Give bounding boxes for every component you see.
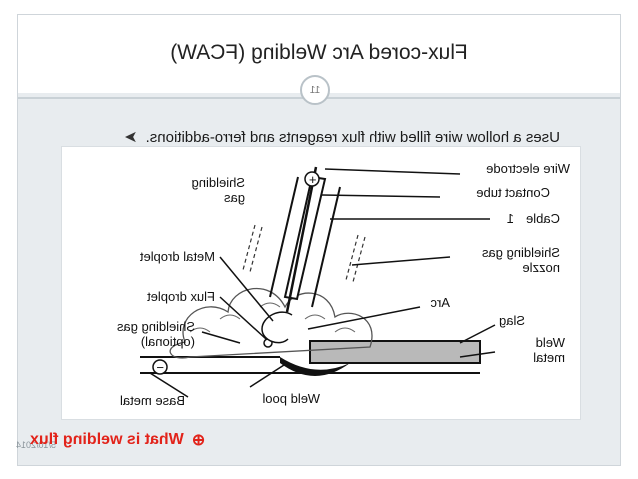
nozzle-right xyxy=(269,176,299,298)
label-shielding-gas-line: Shielding xyxy=(192,175,246,190)
label-slag: Slag xyxy=(499,313,525,328)
label-metal-droplet: Metal droplet xyxy=(139,249,215,264)
shielding-gas-cloud xyxy=(169,287,373,359)
nozzle-left xyxy=(311,186,341,308)
fcaw-diagram: + − Wire electrode Contact tube xyxy=(61,146,581,420)
negative-sign: − xyxy=(156,360,164,375)
label-shielding-gas-nozzle-line: nozzle xyxy=(522,260,560,275)
wire-electrode xyxy=(285,166,318,313)
bullet-text: Uses a hollow wire filled with flux reag… xyxy=(145,128,560,146)
label-wire-electrode: Wire electrode xyxy=(486,161,570,176)
label-shielding-gas-line: gas xyxy=(224,190,245,205)
positive-sign: + xyxy=(309,172,317,187)
leader-lines xyxy=(149,168,496,398)
label-cable-number: 1 xyxy=(507,211,514,226)
shielding-gas-curls xyxy=(189,302,356,333)
label-cable: Cable xyxy=(526,211,560,226)
link-circle-icon: ⊕ xyxy=(191,432,206,449)
weld-pool-shape xyxy=(280,357,350,376)
gas-flow-left xyxy=(345,234,366,283)
gas-flow-right xyxy=(242,224,263,273)
weld-metal-plate xyxy=(309,340,481,364)
fcaw-diagram-svg: + − Wire electrode Contact tube xyxy=(116,161,570,408)
label-weld-pool: Weld pool xyxy=(262,391,320,406)
caption-text: What is welding flux xyxy=(30,431,184,448)
label-flux-droplet: Flux droplet xyxy=(147,289,215,304)
label-shielding-gas-nozzle-line: Shielding gas xyxy=(481,245,560,260)
slide-number-badge: 11 xyxy=(300,75,330,105)
arrow-bullet-icon: ➤ xyxy=(124,129,138,146)
label-contact-tube: Contact tube xyxy=(476,185,550,200)
label-shielding-gas-optional-line: (optional) xyxy=(141,334,195,349)
negative-terminal-icon xyxy=(152,359,168,375)
slide-title: Flux-cored Arc Welding (FCAW) xyxy=(170,41,468,64)
label-base-metal: Base metal xyxy=(120,393,185,408)
label-shielding-gas-optional-line: Shielding gas xyxy=(116,319,195,334)
caption-link[interactable]: ⊕ What is welding flux xyxy=(30,428,205,452)
arc-shape xyxy=(261,311,293,344)
label-shielding-gas-optional: Shielding gas(optional) xyxy=(116,319,195,349)
label-weld-metal-line: metal xyxy=(533,350,565,365)
bullet-point: ➤ Uses a hollow wire filled with flux re… xyxy=(40,127,560,147)
positive-terminal-icon xyxy=(304,171,320,187)
label-arc: Arc xyxy=(430,295,450,310)
label-weld-metal-line: Weld xyxy=(536,335,565,350)
